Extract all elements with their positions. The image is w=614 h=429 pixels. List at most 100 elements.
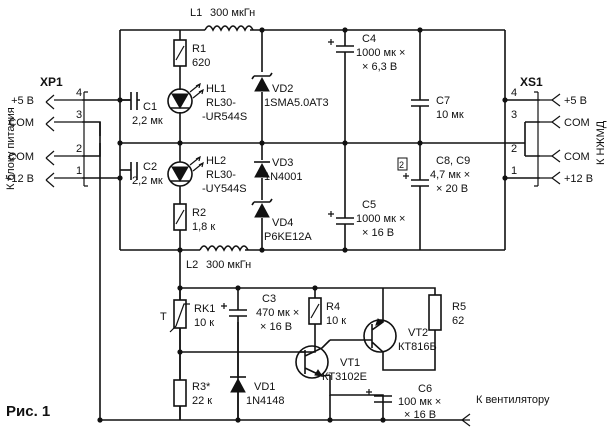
vt2-ref: VT2 [408, 327, 428, 339]
l1-value: 300 мкГн [210, 7, 255, 19]
capacitor-c7: C7 10 мк [411, 95, 464, 121]
c8-c9-ref: C8, C9 [436, 155, 470, 167]
c7-ref: C7 [436, 95, 450, 107]
l2-ref: L2 [186, 259, 198, 271]
capacitor-c1: C1 2,2 мк [120, 92, 163, 127]
inductor-l1 [204, 25, 254, 32]
rk1-ref: RK1 [194, 303, 215, 315]
vd4-ref: VD4 [272, 217, 293, 229]
left-side-label: К блоку питания [5, 107, 17, 190]
capacitor-c2: C2 2,2 мк [120, 161, 163, 187]
r1-value: 620 [192, 57, 210, 69]
r2-ref: R2 [192, 207, 206, 219]
r2-value: 1,8 к [192, 221, 215, 233]
transistor-vt1: VT1 КТ3102Е [290, 339, 367, 383]
resistor-r1: R1 620 [173, 39, 210, 69]
r1-ref: R1 [192, 43, 206, 55]
c5-ref: C5 [362, 199, 376, 211]
diode-vd3: VD3 1N4001 [254, 157, 303, 183]
c8-c9-value: 4,7 мк × [430, 169, 470, 181]
c7-value: 10 мк [436, 109, 464, 121]
c3-value: 470 мк × [256, 307, 299, 319]
hl2-ref: HL2 [206, 155, 226, 167]
xs1-pin2-num: 2 [511, 143, 517, 155]
diode-vd1: VD1 1N4148 [230, 352, 285, 420]
xs1-ref: XS1 [520, 75, 543, 89]
hl1-value2: -UR544S [202, 111, 247, 123]
c5-value2: × 16 В [362, 227, 394, 239]
r4-value: 10 к [326, 315, 346, 327]
xp1-ref: XP1 [40, 75, 63, 89]
l2-value: 300 мкГн [206, 259, 251, 271]
inductor-l2 [199, 245, 249, 252]
xp1-pin4-num: 4 [76, 87, 82, 99]
vd3-ref: VD3 [272, 157, 293, 169]
vd2-value: 1SMA5.0AT3 [264, 97, 329, 109]
xp1-pin4-name: +5 В [11, 95, 34, 107]
xs1-pin3-name: COM [564, 117, 590, 129]
c3-value2: × 16 В [260, 321, 292, 333]
tvs-diode-vd4: VD4 P6KE12A [251, 198, 312, 243]
rk1-value: 10 к [194, 317, 214, 329]
hl2-value2: -UY544S [202, 183, 247, 195]
l1-ref: L1 [190, 7, 202, 19]
vd1-ref: VD1 [254, 381, 275, 393]
thermistor-rk1: T RK1 10 к [160, 288, 215, 352]
xs1-pin4-num: 4 [511, 87, 517, 99]
hl1-value: RL30- [206, 97, 236, 109]
vd3-value: 1N4001 [264, 171, 303, 183]
c8-c9-count: 2 [399, 160, 404, 170]
c4-ref: C4 [362, 33, 376, 45]
figure-caption: Рис. 1 [6, 403, 50, 420]
hl2-value: RL30- [206, 169, 236, 181]
xp1-pin1-name: +12 В [5, 173, 34, 185]
r5-ref: R5 [452, 301, 466, 313]
c6-ref: C6 [418, 383, 432, 395]
c2-ref: C2 [143, 161, 157, 173]
r3-ref: R3* [192, 381, 211, 393]
junction-dots [97, 27, 508, 423]
right-side-label: К НЖМД [595, 120, 607, 165]
capacitor-c4: C4 1000 мк × × 6,3 В [328, 33, 405, 73]
led-hl1: HL1 RL30- -UR544S [167, 82, 247, 123]
resistor-r3: R3* 22 к [173, 352, 212, 420]
vt2-value: КТ816Б [398, 341, 437, 353]
rk1-sym: T [160, 311, 167, 323]
xp1-pin1-num: 1 [76, 165, 82, 177]
vd1-value: 1N4148 [246, 395, 285, 407]
c4-value2: × 6,3 В [362, 61, 397, 73]
resistor-r2: R2 1,8 к [173, 203, 215, 233]
c6-value: 100 мк × [398, 396, 441, 408]
vt1-ref: VT1 [340, 357, 360, 369]
xs1-pin4-name: +5 В [564, 95, 587, 107]
capacitor-c3: C3 470 мк × × 16 В [221, 293, 299, 352]
c6-value2: × 16 В [404, 409, 436, 421]
c1-ref: C1 [143, 101, 157, 113]
xp1-pin3-num: 3 [76, 109, 82, 121]
c2-value: 2,2 мк [132, 175, 163, 187]
r4-ref: R4 [326, 301, 340, 313]
r5-value: 62 [452, 315, 464, 327]
xs1-pin2-name: COM [564, 151, 590, 163]
r3-value: 22 к [192, 395, 212, 407]
fan-output: К вентилятору [461, 394, 550, 427]
connector-xp1: XP1 +5 В COM COM +12 В 4 3 2 1 [5, 75, 88, 188]
c1-value: 2,2 мк [132, 115, 163, 127]
hl1-ref: HL1 [206, 83, 226, 95]
c3-ref: C3 [262, 293, 276, 305]
c8-c9-value2: × 20 В [436, 183, 468, 195]
fan-label: К вентилятору [476, 394, 550, 406]
connector-xs1: XS1 +5 В COM COM +12 В 4 3 2 1 [511, 75, 593, 187]
c4-value: 1000 мк × [356, 47, 405, 59]
xp1-pin3-name: COM [8, 117, 34, 129]
xs1-pin1-num: 1 [511, 165, 517, 177]
vd2-ref: VD2 [272, 83, 293, 95]
led-hl2: HL2 RL30- -UY544S [167, 155, 247, 195]
capacitor-c6: C6 100 мк × × 16 В [366, 383, 441, 421]
resistor-r5: R5 62 [428, 294, 466, 331]
tvs-diode-vd2: VD2 1SMA5.0AT3 [251, 72, 329, 109]
vd4-value: P6KE12A [264, 231, 312, 243]
capacitor-c8-c9: 2 C8, C9 4,7 мк × × 20 В [397, 155, 470, 195]
c5-value: 1000 мк × [356, 213, 405, 225]
